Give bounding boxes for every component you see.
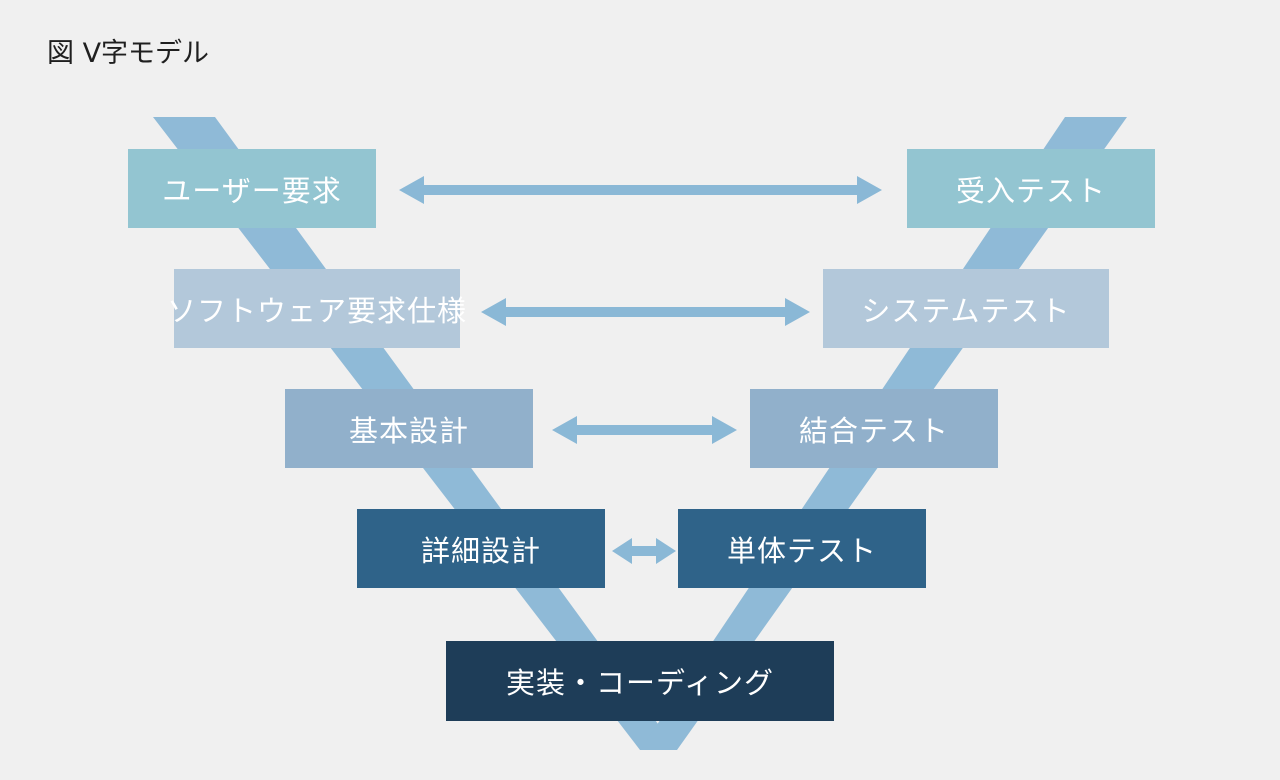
stage-software-requirements-spec: ソフトウェア要求仕様 <box>167 269 466 348</box>
arrow-sw-req-system <box>481 298 810 326</box>
stage-unit-test: 単体テスト <box>678 509 926 588</box>
stage-label: 単体テスト <box>726 533 877 568</box>
arrow-detail-unit <box>612 538 676 564</box>
stage-label: 詳細設計 <box>420 533 541 568</box>
stage-label: 基本設計 <box>348 413 469 448</box>
arrow-basic-integration <box>552 416 737 444</box>
stage-detailed-design: 詳細設計 <box>357 509 605 588</box>
stage-label: ユーザー要求 <box>162 173 342 208</box>
stage-user-requirements: ユーザー要求 <box>128 149 376 228</box>
stage-label: 実装・コーディング <box>506 666 774 700</box>
arrow-user-req-acceptance <box>399 176 882 204</box>
stage-acceptance-test: 受入テスト <box>907 149 1155 228</box>
stage-system-test: システムテスト <box>823 269 1109 348</box>
stage-implementation-coding: 実装・コーディング <box>446 641 834 721</box>
stage-label: システムテスト <box>861 293 1071 328</box>
stage-label: ソフトウェア要求仕様 <box>167 293 468 328</box>
stage-label: 受入テスト <box>955 173 1106 208</box>
stage-basic-design: 基本設計 <box>285 389 533 468</box>
stage-label: 結合テスト <box>798 413 949 448</box>
stage-integration-test: 結合テスト <box>750 389 998 468</box>
figure-caption: 図 V字モデル <box>47 38 210 69</box>
